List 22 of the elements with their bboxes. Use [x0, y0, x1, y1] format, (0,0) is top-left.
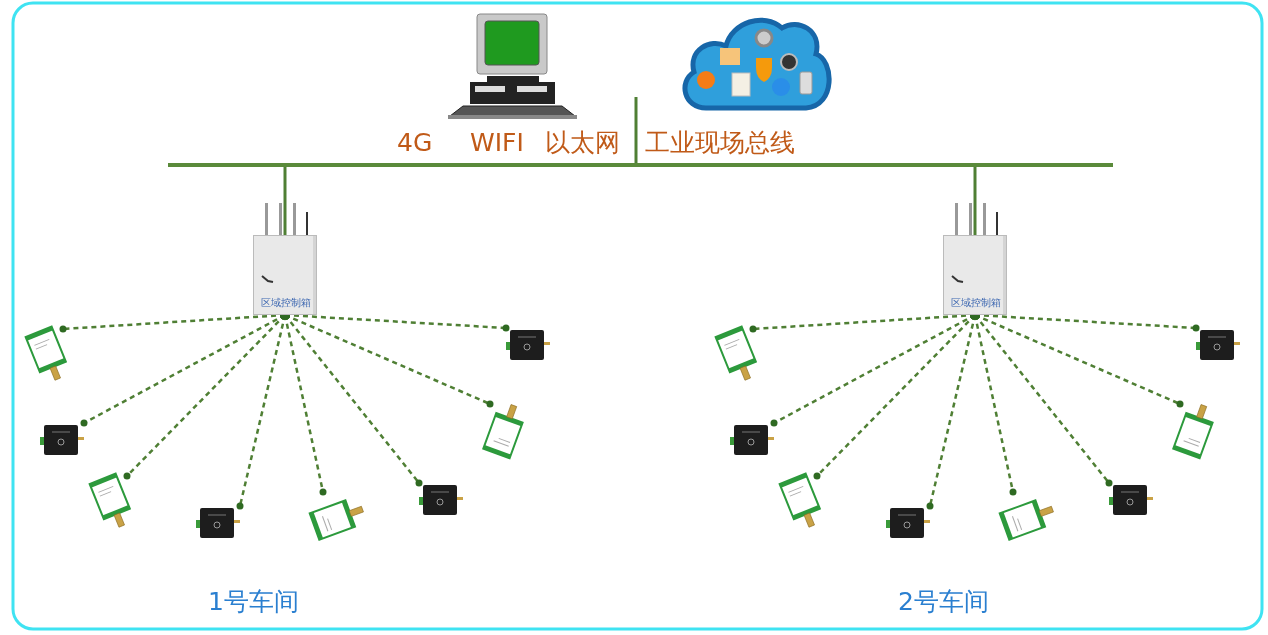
- network-label: WIFI: [470, 130, 524, 155]
- gateway-device-drawing: [419, 483, 463, 517]
- gateway-device-drawing: [506, 328, 550, 362]
- connection-line: [634, 97, 638, 163]
- network-label: 4G: [397, 130, 433, 155]
- box-label: 区域控制箱: [261, 298, 311, 308]
- workshop-label: 2号车间: [898, 589, 989, 614]
- control-cabinet: [943, 235, 1007, 315]
- gateway-device-drawing: [40, 423, 84, 457]
- gateway-device-drawing: [730, 423, 774, 457]
- computer-drawing: [445, 12, 580, 120]
- box-label: 区域控制箱: [951, 298, 1001, 308]
- network-label: 以太网: [545, 130, 620, 155]
- connection-line: [283, 167, 287, 235]
- network-label: 工业现场总线: [645, 130, 795, 155]
- control-cabinet: [253, 235, 317, 315]
- gateway-device-drawing: [196, 506, 240, 540]
- workshop-label: 1号车间: [208, 589, 299, 614]
- gateway-device-drawing: [1109, 483, 1153, 517]
- gateway-device-drawing: [886, 506, 930, 540]
- gateway-device-drawing: [1196, 328, 1240, 362]
- connection-line: [973, 167, 977, 235]
